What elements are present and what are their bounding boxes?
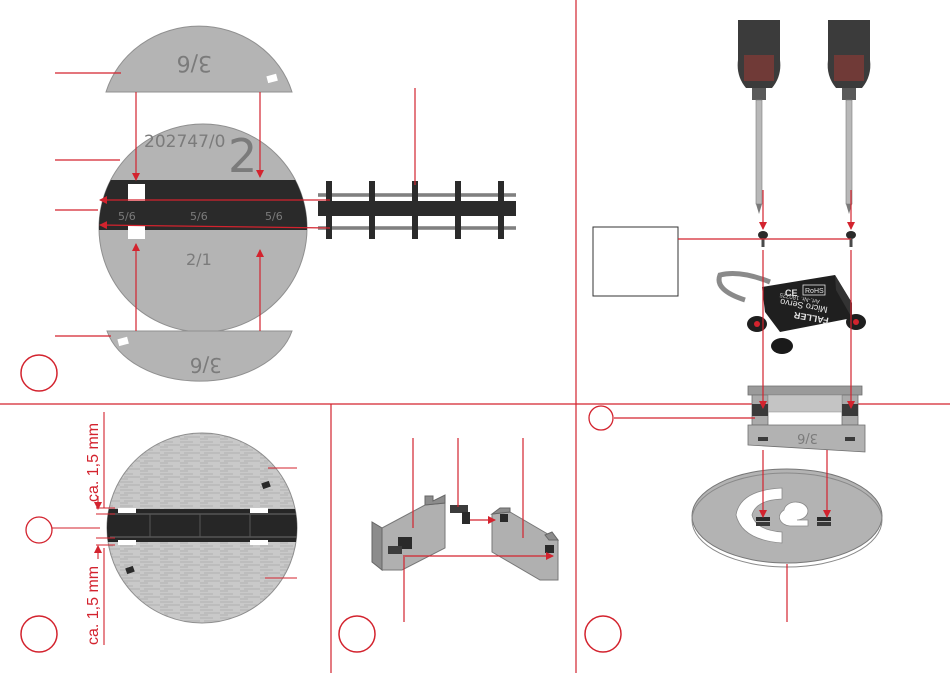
top-half-engraving: 3/6	[177, 50, 212, 75]
step-marker-3	[339, 616, 375, 652]
screw-callout-box	[593, 227, 678, 296]
small-engraving-middle: 5/6	[190, 210, 208, 223]
disc-code-engraving: 202747/0	[144, 132, 225, 152]
servo-bracket: 3/6	[748, 386, 865, 452]
servo-rohs-mark: RoHS	[805, 288, 824, 295]
panel-wall-assembly	[339, 438, 558, 652]
track-section	[318, 181, 516, 239]
left-wall-piece	[372, 495, 470, 570]
base-ring-plate	[692, 469, 882, 567]
panel-servo-assembly: CE RoHS FALLER Micro Servo Art.-Nr. 1807…	[585, 20, 882, 652]
disc-number-engraving: 2	[228, 129, 257, 183]
small-engraving-right: 5/6	[265, 210, 283, 223]
ring-engraving: 2/1	[186, 250, 212, 269]
panel-turntable-assembly: 3/6 202747/0 2 5/6 5/6 5/6 2/1 3/6	[21, 26, 516, 391]
panel-gap-dimension: ca. 1,5 mm ca. 1,5 mm	[21, 412, 300, 652]
step-marker-4	[585, 616, 621, 652]
white-tab-upper	[128, 184, 145, 201]
white-tab-lower	[128, 225, 145, 239]
bracket-engraving: 3/6	[797, 430, 818, 445]
step-marker-1	[21, 355, 57, 391]
screwdriver-right-icon	[828, 20, 871, 214]
bottom-half-engraving: 3/6	[190, 353, 222, 377]
callout-circle-bracket	[589, 406, 613, 430]
callout-circle-small	[26, 517, 52, 543]
step-marker-2	[21, 616, 57, 652]
screwdriver-left-icon	[738, 20, 781, 214]
dimension-label-bottom: ca. 1,5 mm	[85, 566, 102, 645]
micro-servo: CE RoHS FALLER Micro Servo Art.-Nr. 1807…	[719, 274, 866, 354]
dimension-label-top: ca. 1,5 mm	[85, 423, 102, 502]
small-engraving-left: 5/6	[118, 210, 136, 223]
right-wall-piece	[492, 508, 558, 580]
